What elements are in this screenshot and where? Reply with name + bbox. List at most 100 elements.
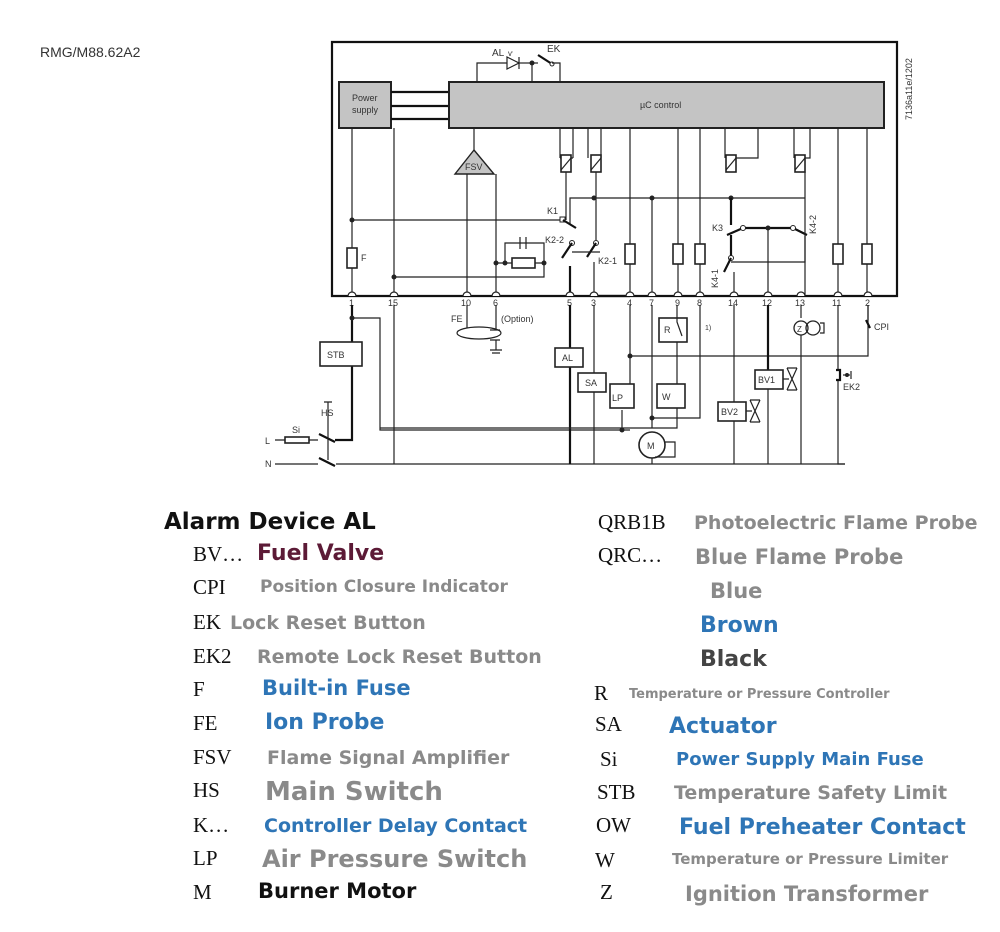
legend-title: Alarm Device AL (164, 509, 376, 535)
legend-desc: Actuator (669, 714, 777, 739)
legend-desc: Built-in Fuse (262, 676, 411, 700)
si-label: Si (292, 425, 300, 435)
legend-desc: Black (700, 647, 767, 672)
device-outline (330, 40, 899, 298)
cpi-label: CPI (874, 322, 889, 332)
al-box (554, 347, 584, 368)
k3-label: K3 (712, 223, 723, 233)
note-label: 1) (705, 325, 711, 332)
terminal-label: 12 (762, 298, 772, 308)
legend-abbr: Si (600, 747, 618, 771)
terminal-label: 6 (493, 298, 498, 308)
m-label: M (647, 441, 655, 451)
terminal-6 (491, 291, 501, 297)
model-code: RMG/M88.62A2 (40, 44, 141, 60)
legend-abbr: EK2 (193, 644, 232, 668)
w-box (656, 383, 686, 409)
terminal-label: 2 (865, 298, 870, 308)
terminal-15 (389, 291, 399, 297)
legend-abbr: STB (597, 780, 636, 804)
legend-desc: Remote Lock Reset Button (257, 646, 542, 668)
legend-abbr: FSV (193, 745, 232, 769)
legend-desc: Blue Flame Probe (695, 545, 904, 569)
terminal-label: 4 (627, 298, 632, 308)
fsv-amplifier (453, 148, 496, 175)
terminal-label: 3 (591, 298, 596, 308)
terminal-2 (863, 291, 873, 297)
z-label: Z (797, 325, 802, 334)
terminal-label: 9 (675, 298, 680, 308)
legend-desc: Brown (700, 613, 779, 638)
legend-abbr: CPI (193, 575, 226, 599)
k4-2-label: K4-2 (808, 215, 818, 234)
legend-desc: Photoelectric Flame Probe (694, 512, 978, 534)
terminal-label: 10 (461, 298, 471, 308)
bv1-label: BV1 (758, 375, 775, 385)
fe-probe (456, 326, 502, 340)
legend-desc: Burner Motor (258, 879, 417, 903)
power-supply-label-2: supply (352, 105, 379, 115)
terminal-1 (347, 291, 357, 297)
terminal-label: 7 (649, 298, 654, 308)
legend-desc: Power Supply Main Fuse (676, 749, 924, 770)
terminal-13 (796, 291, 806, 297)
al-top-arrows: ⱱ (508, 49, 513, 58)
legend-abbr: LP (193, 846, 218, 870)
legend-abbr: R (594, 681, 609, 705)
legend-desc: Position Closure Indicator (260, 577, 508, 597)
fuse-f-label: F (361, 253, 367, 263)
terminal-label: 11 (832, 298, 841, 308)
terminal-12 (763, 291, 773, 297)
r-box (658, 317, 688, 343)
legend-abbr: BV… (193, 542, 244, 566)
power-supply-label-1: Power (352, 93, 378, 103)
legend-desc: Flame Signal Amplifier (267, 747, 510, 769)
relay-coils (559, 128, 811, 173)
legend-abbr: EK (193, 610, 221, 634)
terminal-11 (833, 291, 843, 297)
uc-control-label: µC control (640, 100, 681, 110)
terminal-4 (625, 291, 635, 297)
legend-desc: Main Switch (265, 777, 443, 807)
legend-abbr: QRB1B (598, 510, 666, 534)
ek2-label: EK2 (843, 382, 860, 392)
k1-label: K1 (547, 206, 558, 216)
fe-label: FE (451, 314, 463, 324)
stb-label: STB (327, 350, 345, 360)
r-label: R (664, 325, 671, 335)
terminal-label: 15 (388, 298, 398, 308)
hs-label: HS (321, 408, 334, 418)
terminal-label: 13 (795, 298, 805, 308)
legend-desc: Lock Reset Button (230, 612, 426, 634)
terminal-label: 8 (697, 298, 702, 308)
sa-box (577, 372, 607, 393)
legend-abbr: HS (193, 778, 220, 802)
ek-top-label: EK (547, 44, 561, 55)
legend-abbr: SA (595, 712, 622, 736)
legend-desc: Temperature Safety Limit (674, 782, 948, 804)
legend-abbr: W (595, 848, 615, 872)
k2-2-label: K2-2 (545, 235, 564, 245)
legend-abbr: K… (193, 813, 230, 837)
power-supply-block (338, 81, 392, 129)
terminal-14 (729, 291, 739, 297)
legend-desc: Controller Delay Contact (264, 815, 528, 837)
terminal-label: 14 (728, 298, 738, 308)
si-fuse (284, 436, 310, 444)
terminal-3 (589, 291, 599, 297)
lp-box (609, 383, 635, 409)
legend-abbr: F (193, 677, 205, 701)
legend-desc: Ion Probe (265, 710, 385, 735)
k4-1-label: K4-1 (710, 269, 720, 288)
terminal-9 (673, 291, 683, 297)
n-label: N (265, 459, 272, 469)
legend-desc: Fuel Valve (257, 541, 385, 566)
al-label: AL (562, 353, 573, 363)
terminal-7 (647, 291, 657, 297)
legend-desc: Temperature or Pressure Controller (629, 687, 890, 702)
drawing-ref: 7136a11e/1202 (904, 58, 914, 120)
legend-abbr: QRC… (598, 543, 663, 567)
lp-label: LP (612, 393, 623, 403)
al-top-label: AL (492, 48, 505, 59)
